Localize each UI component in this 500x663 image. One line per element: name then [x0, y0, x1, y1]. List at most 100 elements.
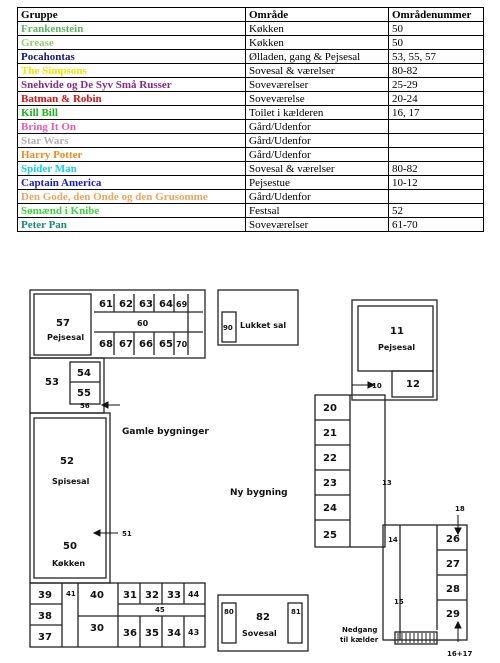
room-38: 38 — [38, 611, 52, 622]
group-cell: Spider Man — [17, 161, 246, 176]
area-cell: Køkken — [245, 35, 389, 50]
room-90: 90 — [223, 324, 233, 332]
number-cell — [388, 147, 484, 162]
arrow-icon — [367, 381, 376, 389]
room-20: 20 — [323, 403, 337, 414]
room-25: 25 — [323, 530, 337, 541]
label-ny-bygning: Ny bygning — [230, 488, 288, 498]
group-cell: Frankenstein — [17, 21, 246, 36]
room-34: 34 — [167, 628, 181, 639]
sovesal-outline — [217, 594, 309, 652]
number-cell: 80-82 — [388, 161, 484, 176]
room-14: 14 — [388, 536, 398, 544]
group-cell: The Simpsons — [17, 63, 246, 78]
room-28: 28 — [446, 584, 460, 595]
number-cell: 20-24 — [388, 91, 484, 106]
area-cell: Sovesal & værelser — [245, 63, 389, 78]
group-cell: Den Gode, den Onde og den Grusomme — [17, 189, 246, 204]
room-62: 62 — [119, 299, 133, 310]
room-21: 21 — [323, 428, 337, 439]
room-64: 64 — [159, 299, 173, 310]
number-cell — [388, 119, 484, 134]
area-cell: Festsal — [245, 203, 389, 218]
group-cell: Snehvide og De Syv Små Russer — [17, 77, 246, 92]
floor-plan: 57 61 62 63 64 69 60 68 67 66 65 70 90 1… — [29, 289, 472, 658]
room-52: 52 — [60, 456, 74, 467]
room-56: 56 — [80, 402, 90, 410]
number-cell: 80-82 — [388, 63, 484, 78]
room-41: 41 — [66, 590, 76, 598]
room-39: 39 — [38, 590, 52, 601]
table-header-row: Gruppe Område Områdenummer — [17, 7, 484, 22]
room-22: 22 — [323, 453, 337, 464]
room-37: 37 — [38, 632, 52, 643]
number-cell: 50 — [388, 21, 484, 36]
area-cell: Gård/Udenfor — [245, 189, 389, 204]
number-cell: 50 — [388, 35, 484, 50]
room-10: 10 — [372, 382, 382, 390]
label-pejsesal-left: Pejsesal — [47, 333, 84, 342]
room-24: 24 — [323, 503, 337, 514]
group-cell: Pocahontas — [17, 49, 246, 64]
area-cell: Toilet i kælderen — [245, 105, 389, 120]
area-cell: Gård/Udenfor — [245, 147, 389, 162]
area-cell: Gård/Udenfor — [245, 133, 389, 148]
room-82: 82 — [256, 612, 270, 623]
lukket-sal-outline — [217, 289, 299, 346]
area-cell: Soveværelser — [245, 77, 389, 92]
room-57: 57 — [56, 318, 70, 329]
building-top-left-outline — [29, 289, 206, 359]
group-cell: Grease — [17, 35, 246, 50]
group-cell: Bring It On — [17, 119, 246, 134]
room-31: 31 — [123, 590, 137, 601]
room-61: 61 — [99, 299, 113, 310]
label-stairs-line2: til kælder — [340, 636, 379, 644]
arrow-icon — [454, 620, 462, 629]
room-66: 66 — [139, 339, 153, 350]
room-32: 32 — [145, 590, 159, 601]
label-pejsesal-right: Pejsesal — [378, 343, 415, 352]
number-cell: 16, 17 — [388, 105, 484, 120]
room-30: 30 — [90, 623, 104, 634]
room-15: 15 — [394, 598, 404, 606]
room-40: 40 — [90, 590, 104, 601]
area-cell: Køkken — [245, 21, 389, 36]
group-cell: Captain America — [17, 175, 246, 190]
room-12: 12 — [406, 379, 420, 390]
room-27: 27 — [446, 559, 460, 570]
room-23: 23 — [323, 478, 337, 489]
number-cell — [388, 133, 484, 148]
label-kokken: Køkken — [52, 559, 85, 568]
group-cell: Peter Pan — [17, 217, 246, 232]
area-cell: Pejsestue — [245, 175, 389, 190]
header-omraadenummer: Områdenummer — [388, 7, 484, 22]
room-65: 65 — [159, 339, 173, 350]
room-43: 43 — [188, 628, 199, 637]
label-spisesal: Spisesal — [52, 477, 90, 486]
room-67: 67 — [119, 339, 133, 350]
room-51: 51 — [122, 530, 132, 538]
number-cell: 10-12 — [388, 175, 484, 190]
room-80: 80 — [224, 608, 234, 616]
room-36: 36 — [123, 628, 137, 639]
room-68: 68 — [99, 339, 113, 350]
header-omraade: Område — [245, 7, 389, 22]
number-cell: 25-29 — [388, 77, 484, 92]
group-cell: Batman & Robin — [17, 91, 246, 106]
area-cell: Gård/Udenfor — [245, 119, 389, 134]
group-cell: Sømænd i Knibe — [17, 203, 246, 218]
number-cell — [388, 189, 484, 204]
